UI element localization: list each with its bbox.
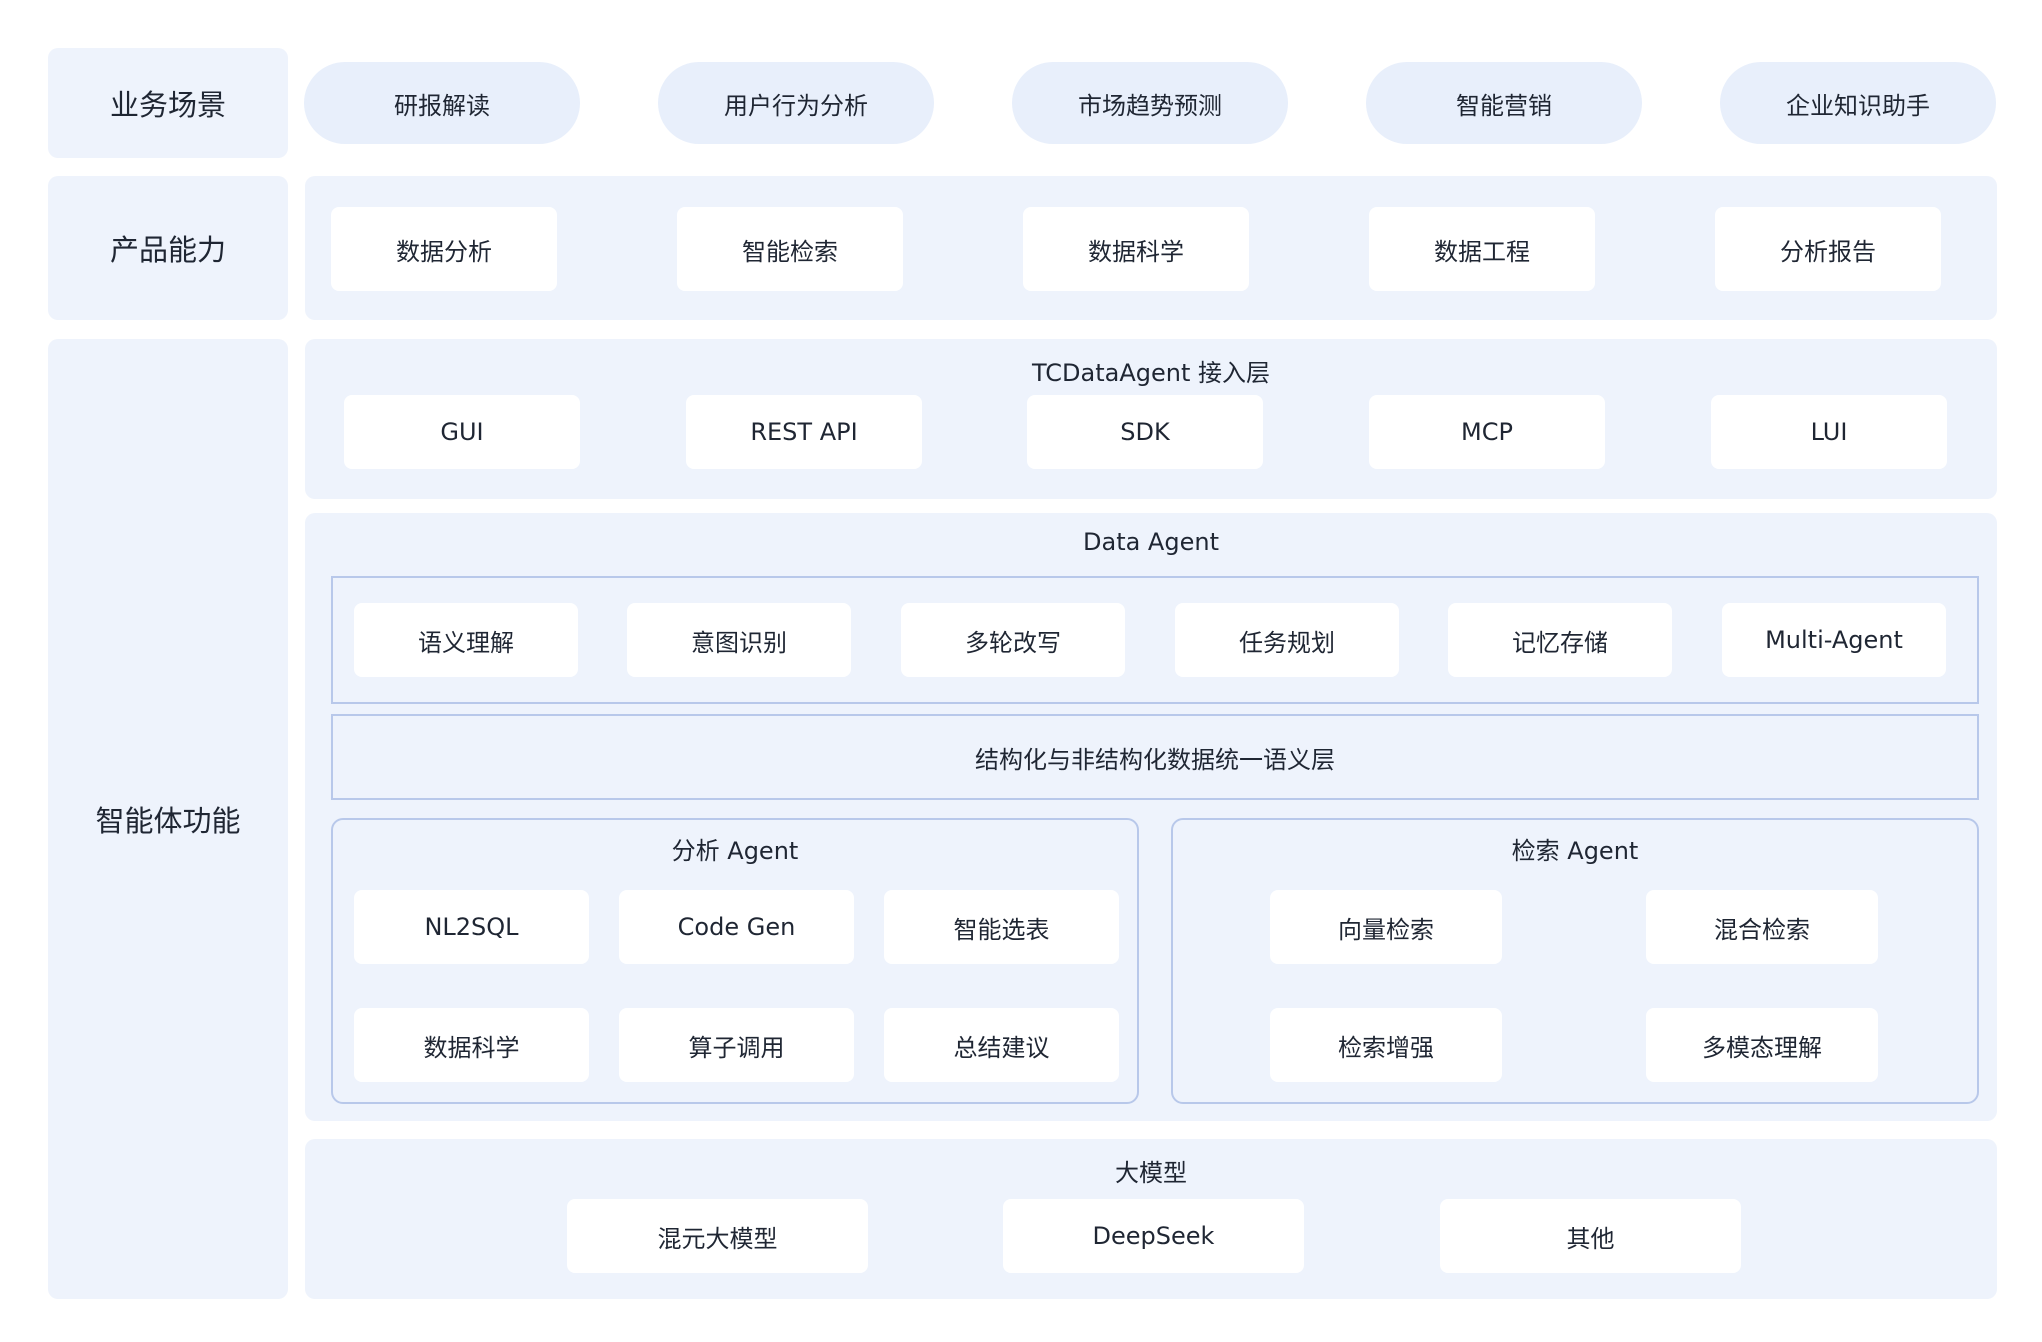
retrieval-card: 多模态理解 bbox=[1646, 1008, 1878, 1082]
core-card: 语义理解 bbox=[354, 603, 578, 677]
product-card: 数据工程 bbox=[1369, 207, 1595, 291]
core-card: Multi-Agent bbox=[1722, 603, 1946, 677]
access-card: GUI bbox=[344, 395, 580, 469]
model-card: DeepSeek bbox=[1003, 1199, 1304, 1273]
analysis-card: 智能选表 bbox=[884, 890, 1119, 964]
model-card: 其他 bbox=[1440, 1199, 1741, 1273]
retrieval-agent-box bbox=[1171, 818, 1979, 1104]
retrieval-card: 混合检索 bbox=[1646, 890, 1878, 964]
product-card: 智能检索 bbox=[677, 207, 903, 291]
scenario-pill: 智能营销 bbox=[1366, 62, 1642, 144]
retrieval-agent-title: 检索 Agent bbox=[1511, 836, 1639, 865]
product-card: 数据科学 bbox=[1023, 207, 1249, 291]
analysis-card: 算子调用 bbox=[619, 1008, 854, 1082]
analysis-card: NL2SQL bbox=[354, 890, 589, 964]
data-agent-title: Data Agent bbox=[1083, 528, 1219, 556]
row-label-business-scenarios: 业务场景 bbox=[48, 48, 288, 158]
model-card: 混元大模型 bbox=[567, 1199, 868, 1273]
retrieval-card: 检索增强 bbox=[1270, 1008, 1502, 1082]
product-card: 数据分析 bbox=[331, 207, 557, 291]
retrieval-card: 向量检索 bbox=[1270, 890, 1502, 964]
core-card: 多轮改写 bbox=[901, 603, 1125, 677]
access-card: SDK bbox=[1027, 395, 1263, 469]
analysis-agent-title: 分析 Agent bbox=[671, 836, 799, 865]
scenario-pill: 市场趋势预测 bbox=[1012, 62, 1288, 144]
core-card: 记忆存储 bbox=[1448, 603, 1672, 677]
row-label-agent-functions: 智能体功能 bbox=[48, 339, 288, 1299]
models-title: 大模型 bbox=[1115, 1158, 1187, 1187]
core-capability-box bbox=[331, 576, 1979, 704]
analysis-card: 总结建议 bbox=[884, 1008, 1119, 1082]
product-card: 分析报告 bbox=[1715, 207, 1941, 291]
analysis-agent-box bbox=[331, 818, 1139, 1104]
analysis-card: 数据科学 bbox=[354, 1008, 589, 1082]
access-card: MCP bbox=[1369, 395, 1605, 469]
scenario-pill: 研报解读 bbox=[304, 62, 580, 144]
core-card: 意图识别 bbox=[627, 603, 851, 677]
scenario-pill: 企业知识助手 bbox=[1720, 62, 1996, 144]
analysis-card: Code Gen bbox=[619, 890, 854, 964]
core-card: 任务规划 bbox=[1175, 603, 1399, 677]
access-card: LUI bbox=[1711, 395, 1947, 469]
semantic-layer-box: 结构化与非结构化数据统一语义层 bbox=[331, 714, 1979, 800]
access-card: REST API bbox=[686, 395, 922, 469]
row-label-product-capabilities: 产品能力 bbox=[48, 176, 288, 320]
access-layer-title: TCDataAgent 接入层 bbox=[1032, 358, 1270, 387]
scenario-pill: 用户行为分析 bbox=[658, 62, 934, 144]
